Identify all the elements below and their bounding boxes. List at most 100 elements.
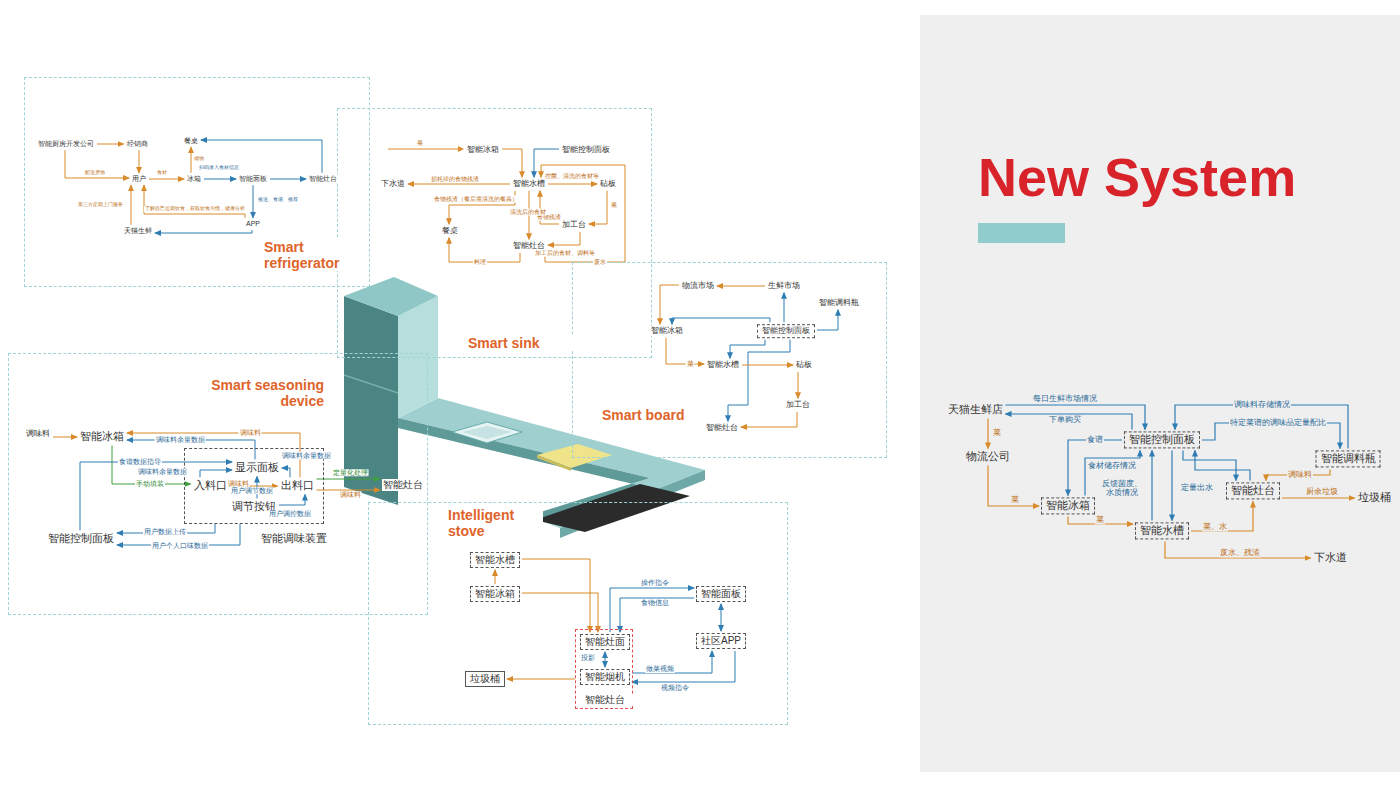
connector	[317, 479, 381, 480]
connector	[1195, 451, 1250, 481]
connector	[408, 184, 510, 185]
connector	[632, 651, 735, 682]
sink	[452, 422, 522, 443]
connector	[253, 185, 254, 218]
connector	[127, 433, 300, 477]
node-box: 社区APP	[696, 633, 746, 649]
edge-label: 菜	[1010, 495, 1020, 504]
node-box: 智能水槽	[1135, 522, 1189, 539]
connector	[620, 598, 694, 632]
node-box: 餐桌	[441, 226, 459, 236]
connector	[1175, 405, 1348, 448]
node-text: 智能冰箱	[1046, 499, 1090, 512]
edge-label: 菜	[686, 360, 695, 368]
connector	[717, 286, 765, 287]
node-text: 冰箱	[187, 175, 201, 183]
node-text: 智能厨房开发公司	[38, 140, 94, 148]
node-text: 加工台	[786, 400, 810, 410]
edge-label: 用户调控数据	[268, 510, 312, 517]
edge-label: 第三方定期上门服务	[77, 202, 124, 208]
region: Smart sink智能冰箱智能控制面板下水道智能水槽砧板加工台餐桌智能灶台	[337, 108, 652, 358]
edge-label: 控菌、清洗的食材等	[544, 173, 600, 180]
cabinet-seam	[344, 375, 398, 393]
edge-label: 调味料余量数据	[155, 436, 206, 443]
edge-label: 手动填装	[135, 480, 165, 487]
edge-label: 配送货物	[84, 170, 106, 176]
connector	[1171, 451, 1172, 521]
node-text: 砧板	[600, 179, 616, 189]
connector	[728, 340, 790, 421]
connector	[610, 588, 694, 632]
node-box: 智能冰箱	[470, 586, 520, 602]
connector	[798, 372, 799, 398]
edge-label: 下单购买	[1048, 415, 1082, 424]
node-box: 下水道	[380, 179, 406, 189]
edge-label: 调味料	[1287, 470, 1313, 479]
node-box: 餐桌	[183, 137, 199, 145]
edge-label: 损耗掉的食物残渣	[430, 176, 480, 183]
title: New System	[978, 146, 1296, 208]
node-box: 加工台	[561, 220, 587, 230]
region: Smart board物流市场生鲜市场智能调料瓶智能冰箱智能控制面板智能水槽砧板…	[572, 262, 887, 458]
edge-label: 用户数据上传	[143, 528, 187, 535]
connector	[1183, 451, 1236, 481]
edge-label: 厨余垃圾	[1305, 487, 1339, 496]
connector	[784, 293, 785, 322]
connector	[589, 191, 607, 224]
node-text: 垃圾桶	[470, 673, 500, 685]
edge-label: 了解自己近期饮食，获取饮食习惯，健康分析	[144, 206, 246, 212]
connector	[80, 462, 232, 530]
region: Intelligent stove智能水槽智能冰箱智能灶台智能灶面智能烟机智能面…	[368, 502, 788, 725]
node-text: 智能冰箱	[651, 326, 683, 336]
edge-label: 菜、水	[1202, 522, 1228, 531]
node-text: 下水道	[1314, 551, 1347, 564]
connector	[65, 150, 129, 178]
node-box: 砧板	[599, 179, 617, 189]
node-box: 智能水槽	[706, 360, 740, 370]
node-text: 智能控制面板	[1129, 433, 1195, 446]
connector	[144, 185, 245, 218]
input-line	[388, 149, 458, 150]
connector	[1006, 405, 1146, 429]
connector	[987, 419, 988, 449]
node-text: 调味料	[26, 429, 50, 439]
node-text: 经销商	[127, 140, 148, 148]
connector	[548, 232, 580, 245]
node-box: 砧板	[795, 360, 813, 370]
sink-basin	[462, 426, 512, 439]
node-box: 智能调料瓶	[818, 298, 860, 308]
node-text: 砧板	[796, 360, 812, 370]
node-box: 下水道	[1313, 551, 1348, 564]
connector	[605, 652, 606, 667]
connector	[1006, 414, 1133, 429]
heading: Smart refrigerator	[264, 239, 359, 271]
node-text: 智能冰箱	[467, 145, 499, 155]
cabinet-top	[344, 277, 438, 316]
node-box: 用户	[131, 175, 147, 183]
connector	[632, 651, 712, 673]
node-box: 出料口	[280, 479, 315, 492]
edge-label: 储物	[193, 156, 205, 162]
connector	[1165, 542, 1311, 558]
connector	[131, 185, 132, 225]
edge-label: 定量出水	[1180, 483, 1214, 492]
connector	[741, 412, 797, 427]
edge-label: 操作指令	[640, 579, 670, 587]
node-box: 智能冰箱	[466, 145, 500, 155]
node-text: 智能冰箱	[80, 430, 124, 443]
edge-label: 反馈菌度、水质情况	[1098, 479, 1146, 497]
node-box: 加工台	[785, 400, 811, 410]
node-text: 天猫生鲜	[124, 227, 152, 235]
connector	[53, 437, 77, 438]
edge-label: 菜	[1095, 515, 1105, 524]
free-label: 菜	[416, 140, 424, 147]
node-text: 智能水槽	[707, 360, 739, 370]
node-text: 物流公司	[966, 450, 1010, 463]
node-text: 物流市场	[682, 281, 714, 291]
connector	[1191, 502, 1253, 531]
heading: 智能调味装置	[259, 532, 329, 545]
edge-label: 食谱数据指导	[118, 458, 162, 465]
edge-label: 调味料余量数据	[137, 468, 188, 475]
edge-label: 食谱	[1086, 435, 1104, 444]
